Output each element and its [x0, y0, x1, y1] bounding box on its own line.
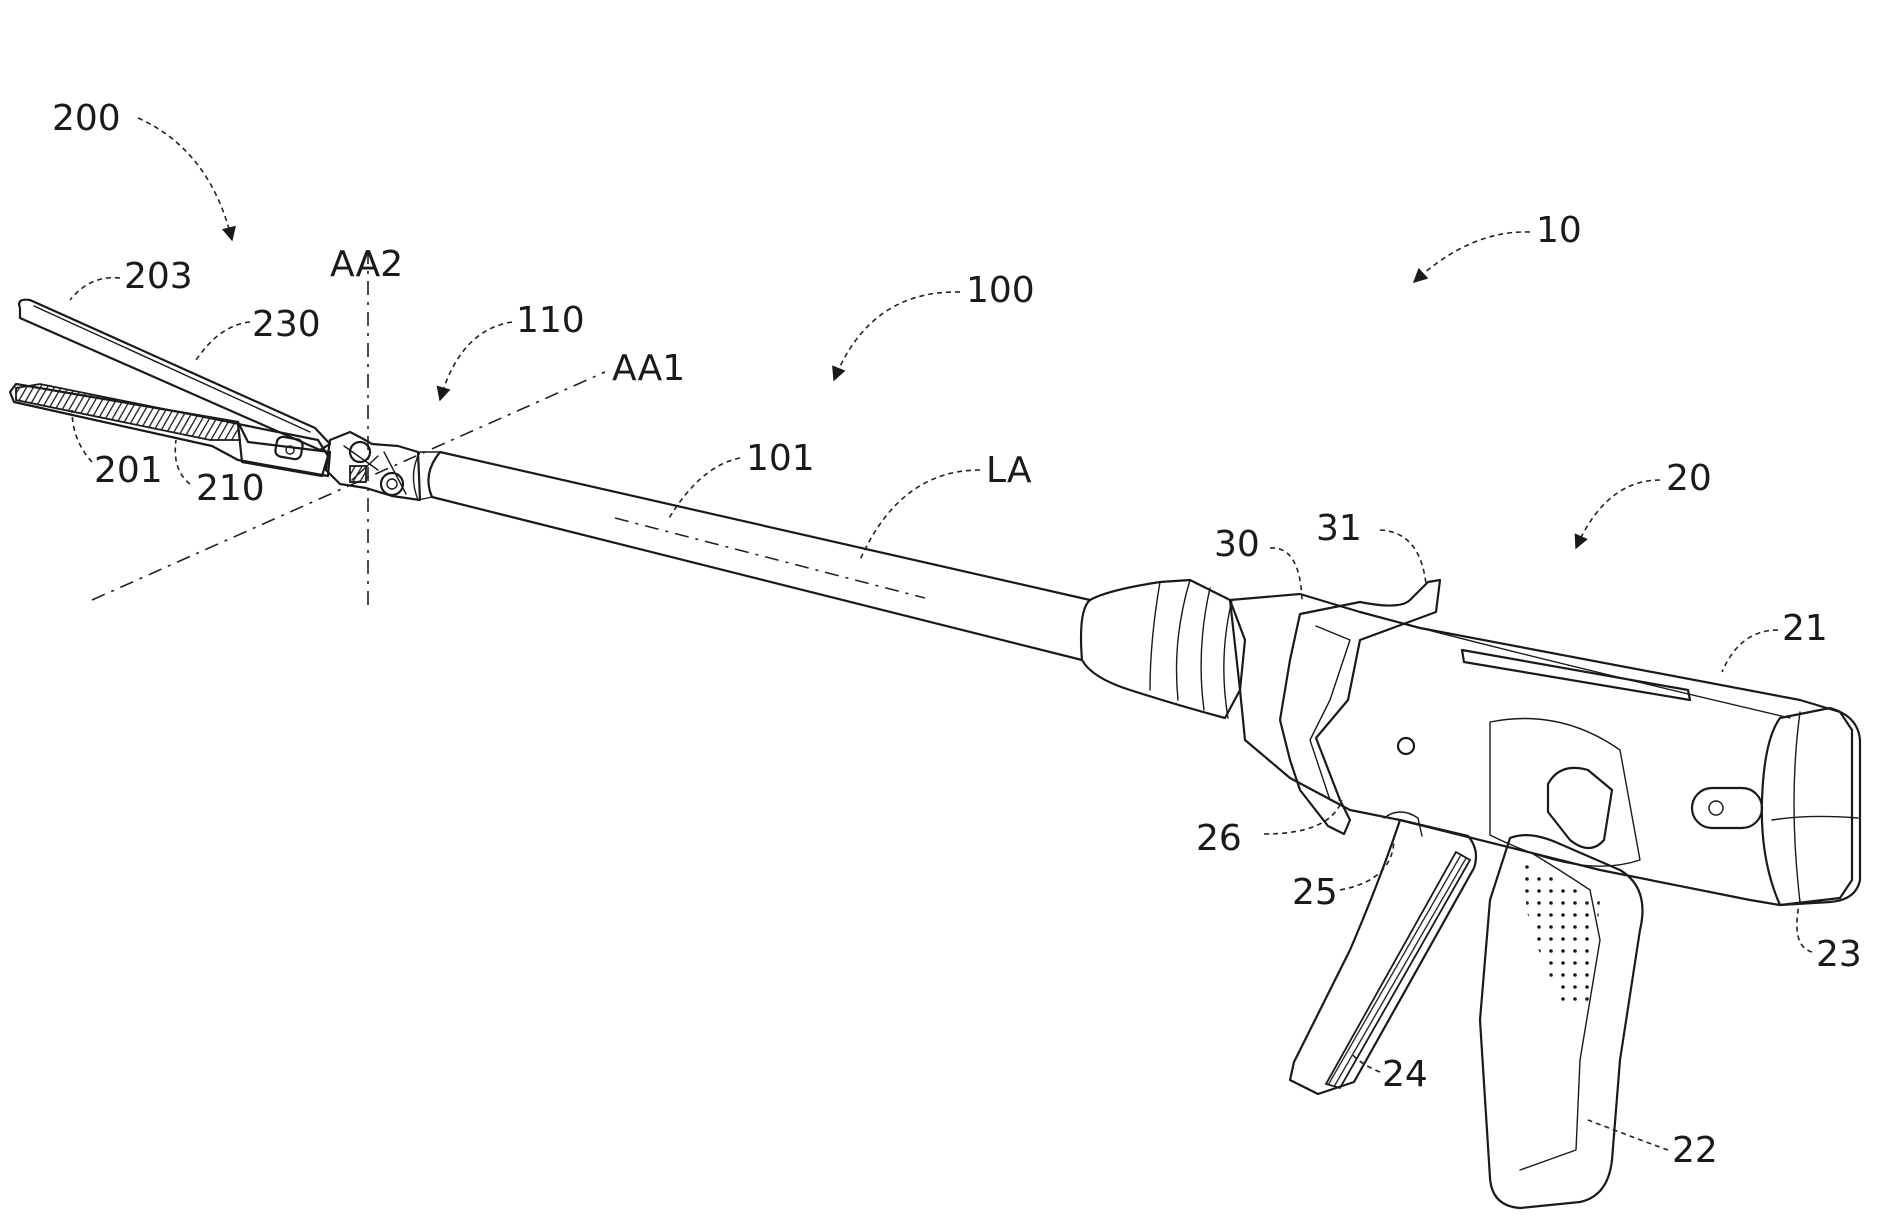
arrow-10	[1414, 232, 1530, 282]
leader-31	[1380, 530, 1426, 584]
trigger-grip-strip	[1326, 852, 1470, 1088]
label-23: 23	[1816, 934, 1862, 975]
leader-lines	[70, 278, 1812, 1150]
joint-hatch	[350, 466, 366, 482]
handle-assembly	[1081, 580, 1860, 1208]
longitudinal-axis-line	[615, 518, 925, 598]
firing-trigger	[1290, 820, 1476, 1094]
shaft-distal-end	[428, 452, 440, 497]
label-20: 20	[1666, 458, 1712, 499]
label-31: 31	[1316, 508, 1362, 549]
label-200: 200	[52, 98, 121, 139]
arrow-200	[138, 118, 232, 240]
rotation-knob	[1280, 580, 1440, 834]
label-10: 10	[1536, 210, 1582, 251]
rear-cap-divider	[1772, 712, 1858, 902]
joint-pin-lower	[381, 473, 403, 495]
leader-26	[1264, 800, 1342, 834]
leader-210	[175, 440, 190, 484]
label-230: 230	[252, 304, 321, 345]
label-22: 22	[1672, 1130, 1718, 1171]
leader-25	[1340, 838, 1394, 890]
label-100: 100	[966, 270, 1035, 311]
label-210: 210	[196, 468, 265, 509]
label-21: 21	[1782, 608, 1828, 649]
rear-button	[1692, 788, 1762, 828]
label-aa1: AA1	[612, 348, 685, 389]
leader-230	[196, 322, 250, 360]
label-26: 26	[1196, 818, 1242, 859]
reference-arrows	[138, 118, 1660, 548]
leader-30	[1270, 548, 1302, 600]
nozzle-cone	[1081, 580, 1245, 718]
leader-LA	[860, 470, 980, 560]
leader-101	[668, 458, 740, 520]
nozzle-ring-2	[1177, 580, 1191, 700]
shaft-lower-edge	[432, 497, 1082, 660]
leader-23	[1797, 900, 1812, 952]
label-la: LA	[986, 450, 1032, 491]
nozzle-ring-4	[1224, 600, 1232, 718]
reference-labels: 200 203 230 AA2 110 AA1 201 210 100 101 …	[52, 98, 1862, 1171]
housing-screw	[1398, 738, 1414, 754]
grip-texture	[1520, 860, 1600, 1010]
label-aa2: AA2	[330, 244, 403, 285]
leader-203	[70, 278, 120, 300]
housing-side-panel	[1490, 719, 1640, 867]
cartridge-staple-face	[16, 384, 240, 440]
leader-22	[1588, 1120, 1668, 1150]
label-203: 203	[124, 256, 193, 297]
side-window	[1548, 768, 1612, 848]
joint-pin-lower-inner	[387, 479, 397, 489]
rear-cap	[1762, 708, 1860, 905]
label-25: 25	[1292, 872, 1338, 913]
label-201: 201	[94, 450, 163, 491]
arrow-20	[1576, 480, 1660, 548]
arrow-110	[440, 322, 512, 400]
nozzle-ring-1	[1150, 582, 1160, 690]
label-24: 24	[1382, 1054, 1428, 1095]
leader-21	[1722, 630, 1778, 672]
rear-button-dot	[1709, 801, 1723, 815]
nozzle-ring-3	[1201, 588, 1210, 710]
label-30: 30	[1214, 524, 1260, 565]
arrow-100	[834, 292, 960, 380]
label-110: 110	[516, 300, 585, 341]
label-101: 101	[746, 438, 815, 479]
